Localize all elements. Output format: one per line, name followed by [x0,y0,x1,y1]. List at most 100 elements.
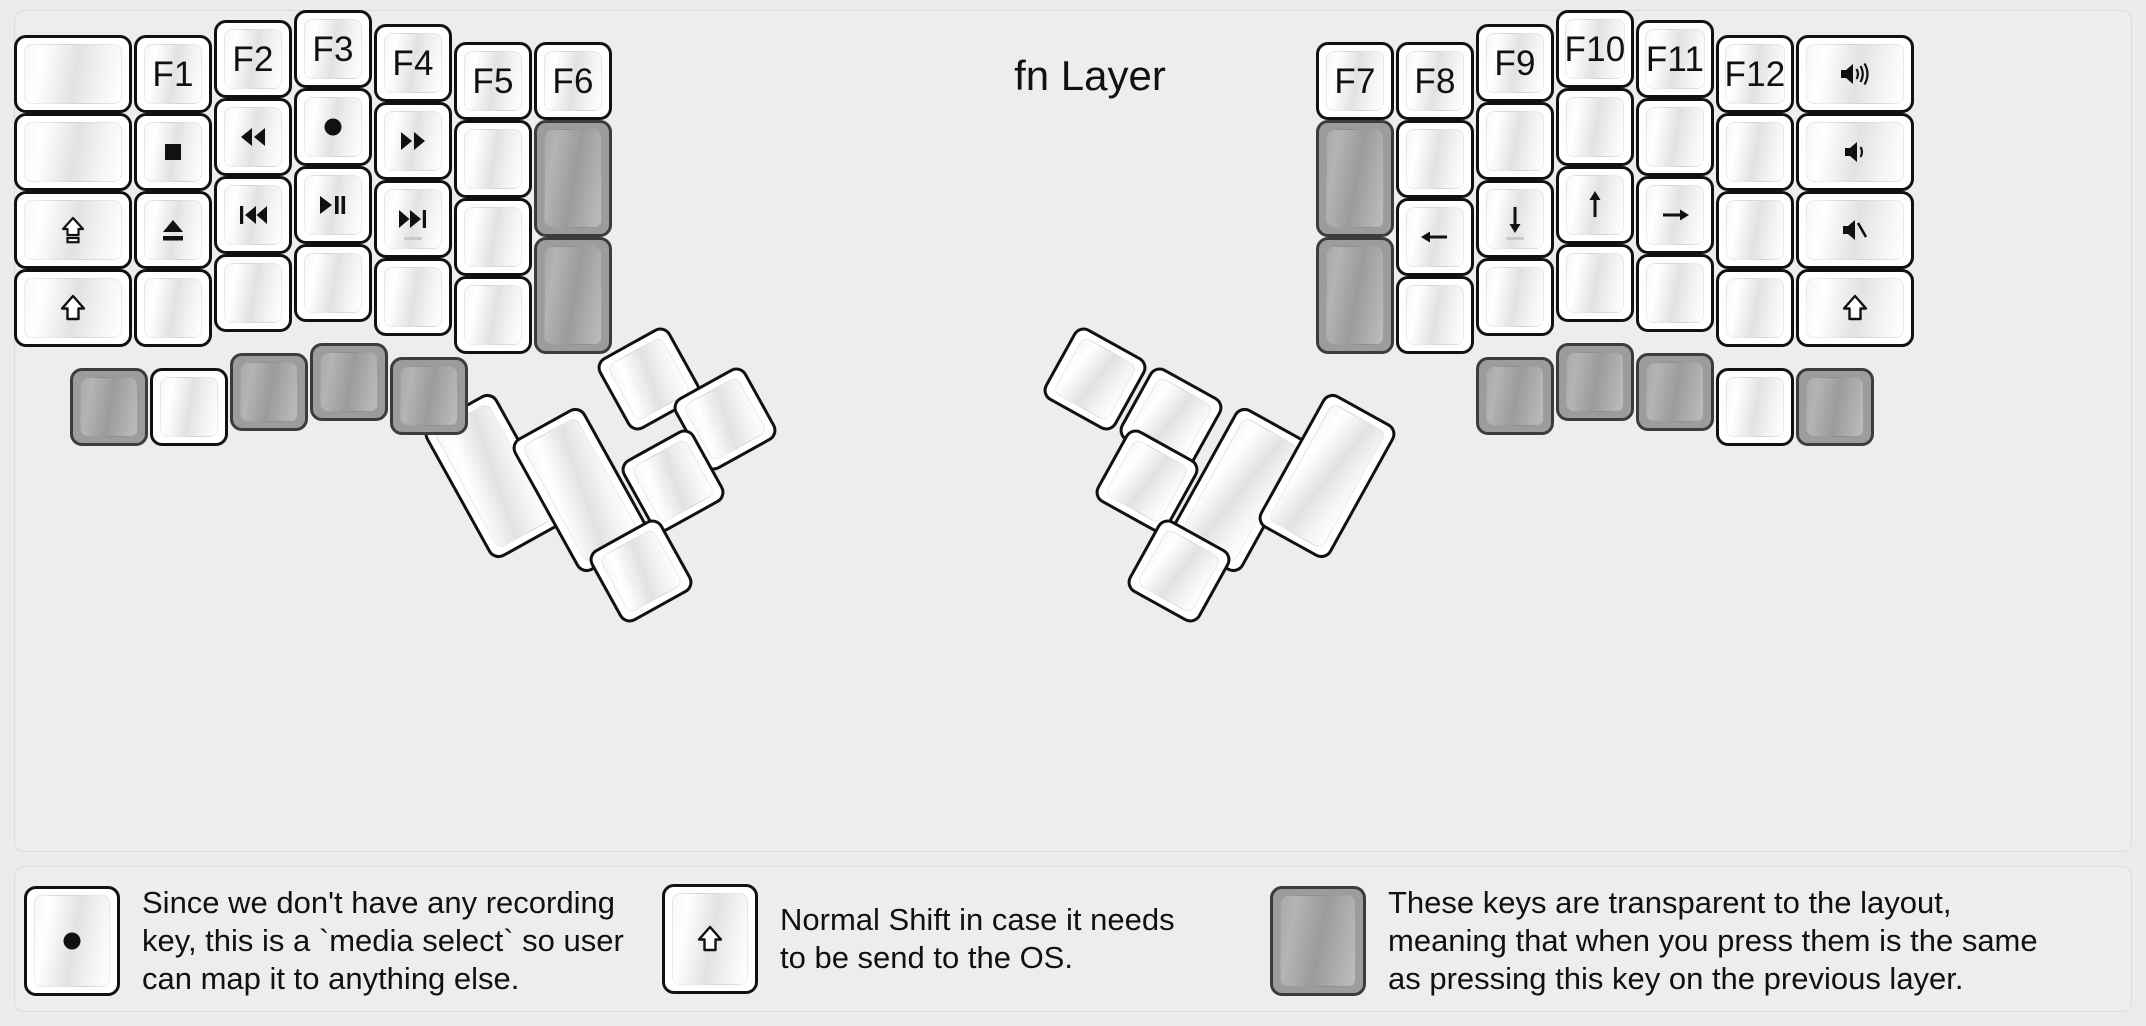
left-col-pinky-0[interactable]: F1 [134,35,212,113]
legend-key-1[interactable] [24,885,120,996]
keycap-face [1486,267,1544,327]
bottom-right-2[interactable] [1556,343,1634,421]
keycap-face: F11 [1645,29,1705,89]
bottom-right-1[interactable] [1476,357,1554,435]
left-col-pinky-3[interactable] [134,269,212,347]
keycap-face [1280,894,1356,987]
keycap-face: F7 [1326,51,1384,111]
right-col-r-middle-0[interactable]: F10 [1556,10,1634,88]
left-col-ring-1[interactable] [214,98,292,176]
left-col-index-1[interactable] [374,102,452,180]
right-col-r-ring-0[interactable]: F11 [1636,20,1714,98]
left-col-middle-0[interactable]: F3 [294,10,372,88]
right-col-r-innermost-0[interactable]: F7 [1316,42,1394,120]
shift-arrow-icon [1835,288,1875,328]
left-col-ring-2[interactable] [214,176,292,254]
bottom-right-3[interactable] [1636,353,1714,431]
bottom-left-4[interactable] [310,343,388,421]
right-col-r-pinky-outer-2[interactable] [1796,191,1914,269]
media-stop-icon [153,132,193,172]
right-col-r-index-1[interactable] [1476,102,1554,180]
left-col-middle-2[interactable] [294,166,372,244]
bottom-left-2[interactable] [150,368,228,446]
right-col-r-inner-1[interactable] [1396,120,1474,198]
right-col-r-pinky-outer-1[interactable] [1796,113,1914,191]
bottom-left-5[interactable] [390,357,468,435]
keycap-face: F9 [1486,33,1544,93]
left-col-pinky-2[interactable] [134,191,212,269]
left-col-pinky-outer-1[interactable] [14,113,132,191]
right-col-r-pinky-outer-0[interactable] [1796,35,1914,113]
keycap-face: F10 [1565,19,1625,79]
keycap-face [1806,278,1904,338]
right-col-r-pinky-2[interactable] [1716,191,1794,269]
right-col-r-pinky-3[interactable] [1716,269,1794,347]
left-col-inner-2[interactable] [454,198,532,276]
keycap-face [224,185,282,245]
left-col-middle-3[interactable] [294,244,372,322]
right-col-r-inner-0[interactable]: F8 [1396,42,1474,120]
right-col-r-pinky-1[interactable] [1716,113,1794,191]
legend-key-sample [24,885,120,996]
left-col-pinky-outer-3[interactable] [14,269,132,347]
bottom-right-5[interactable] [1796,368,1874,446]
keycap-face [598,527,684,615]
left-col-inner-1[interactable] [454,120,532,198]
left-col-innermost-2[interactable] [534,237,612,354]
right-col-r-ring-1[interactable] [1636,98,1714,176]
keycap-face [1486,189,1544,249]
keycap-face: F12 [1725,44,1785,104]
left-col-inner-3[interactable] [454,276,532,354]
left-col-index-2[interactable] [374,180,452,258]
right-col-r-index-0[interactable]: F9 [1476,24,1554,102]
right-col-r-middle-1[interactable] [1556,88,1634,166]
keycap-face [1052,335,1138,423]
right-col-r-ring-2[interactable] [1636,176,1714,254]
legend-key-3[interactable] [1270,885,1366,996]
right-col-r-middle-3[interactable] [1556,244,1634,322]
keycap-face [1486,111,1544,171]
bottom-left-1[interactable] [70,368,148,446]
media-play-pause-icon [313,185,353,225]
left-col-innermost-1[interactable] [534,120,612,237]
bottom-left-3[interactable] [230,353,308,431]
legend-key-2[interactable] [662,884,758,994]
left-col-ring-0[interactable]: F2 [214,20,292,98]
keycap-face [1326,246,1384,345]
keycap-face [544,246,602,345]
keycap-face: F5 [464,51,522,111]
right-col-r-middle-2[interactable] [1556,166,1634,244]
keycap-face [384,267,442,327]
record-dot-icon [52,921,92,961]
keycap-face [1406,285,1464,345]
right-col-r-inner-3[interactable] [1396,276,1474,354]
shift-arrow-icon [53,288,93,328]
keycap-face [544,129,602,228]
legend-item-1: Since we don't have any recording key, t… [24,884,624,997]
left-col-ring-3[interactable] [214,254,292,332]
left-col-innermost-0[interactable]: F6 [534,42,612,120]
keycap-face [1806,122,1904,182]
right-col-r-index-2[interactable] [1476,180,1554,258]
right-col-r-innermost-1[interactable] [1316,120,1394,237]
left-col-pinky-1[interactable] [134,113,212,191]
right-col-r-pinky-outer-3[interactable] [1796,269,1914,347]
left-col-inner-0[interactable]: F5 [454,42,532,120]
keycap-face [1566,175,1624,235]
keycap-face [384,111,442,171]
right-col-r-inner-2[interactable] [1396,198,1474,276]
right-col-r-ring-3[interactable] [1636,254,1714,332]
record-dot-icon [313,107,353,147]
left-col-pinky-outer-2[interactable] [14,191,132,269]
left-col-index-3[interactable] [374,258,452,336]
left-col-middle-1[interactable] [294,88,372,166]
left-col-pinky-outer-0[interactable] [14,35,132,113]
bottom-right-4[interactable] [1716,368,1794,446]
arrow-left-icon [1415,217,1455,257]
right-col-r-index-3[interactable] [1476,258,1554,336]
right-col-r-innermost-2[interactable] [1316,237,1394,354]
keycap-face [144,200,202,260]
left-col-index-0[interactable]: F4 [374,24,452,102]
keycap-face [320,352,378,412]
right-col-r-pinky-0[interactable]: F12 [1716,35,1794,113]
